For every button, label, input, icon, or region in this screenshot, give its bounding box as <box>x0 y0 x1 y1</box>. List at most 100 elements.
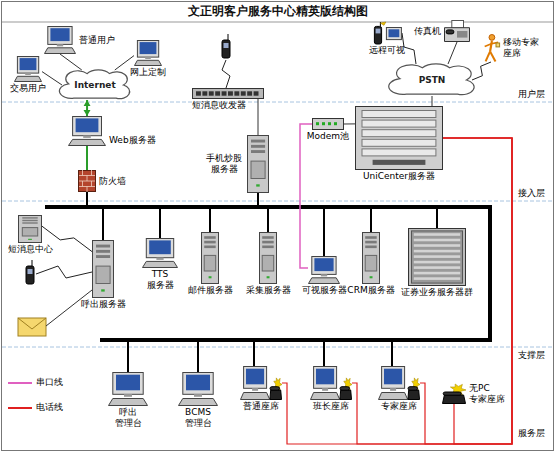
network-bus <box>100 338 492 342</box>
icon-part <box>116 375 140 391</box>
icon-part <box>376 29 381 34</box>
cloud-label: PSTN <box>419 75 446 86</box>
node-icon <box>444 20 470 42</box>
node-label: 可视服务器 <box>302 285 347 296</box>
bus-stub <box>209 207 211 232</box>
node-icon <box>68 116 106 146</box>
device-node: 短消息收发器 <box>192 88 264 99</box>
icon-part <box>414 266 460 269</box>
icon-part <box>215 91 220 95</box>
bus-stub <box>86 192 88 207</box>
icon-part <box>251 161 265 178</box>
icon-part <box>247 91 252 95</box>
icon-part <box>489 35 495 41</box>
icon-part <box>204 255 216 271</box>
icon-part <box>322 388 328 391</box>
node-icon <box>372 22 402 44</box>
icon-part <box>362 149 436 156</box>
icon-part <box>328 122 331 125</box>
node-icon <box>259 232 277 284</box>
icon-part <box>241 91 246 95</box>
node-label: 移动专家 座席 <box>503 37 543 59</box>
connector <box>432 96 433 106</box>
node-label: Web服务器 <box>109 135 156 146</box>
cloud-label: Internet <box>74 80 115 91</box>
node-label: 短消息收发器 <box>192 100 246 111</box>
icon-part <box>149 240 171 254</box>
icon-part <box>262 246 274 249</box>
icon-part <box>370 276 373 278</box>
bus-stub <box>102 207 104 240</box>
icon-part <box>386 28 401 40</box>
icon-part <box>321 274 327 276</box>
icon-part <box>96 245 110 248</box>
icon-part <box>50 28 69 41</box>
icon-part <box>362 139 436 146</box>
agent-seat: 专家座席 <box>378 366 420 400</box>
icon-part <box>380 22 385 25</box>
node-label: 采集服务器 <box>246 285 291 296</box>
icon-part <box>380 22 381 26</box>
node-label: 交易用户 <box>10 83 46 94</box>
bus-stub <box>436 207 438 228</box>
icon-part <box>334 122 337 125</box>
icon-part <box>313 119 344 130</box>
node-label: 邮件服务器 <box>188 285 233 296</box>
icon-part <box>362 111 436 118</box>
device-node: Modem池 <box>312 118 344 130</box>
icon-part <box>270 387 280 391</box>
connector-line <box>432 96 433 106</box>
icon-part <box>202 91 207 95</box>
icon-part <box>390 388 396 391</box>
server-node: 手机炒股 服务器 <box>247 135 269 193</box>
icon-part <box>101 289 105 291</box>
node-label: 普通座席 <box>243 401 279 412</box>
icon-part <box>22 220 37 221</box>
icon-part <box>87 176 88 182</box>
layer-label: 支撑层 <box>518 350 545 361</box>
server-node: UniCenter服务器 <box>355 106 443 170</box>
icon-part <box>76 118 99 132</box>
agent-node: 移动专家 座席 <box>482 34 500 62</box>
node-icon <box>78 170 96 192</box>
icon-part <box>109 399 148 406</box>
node-icon <box>14 56 42 82</box>
node-icon <box>44 26 76 54</box>
wireless-link <box>36 266 92 278</box>
connector-line <box>344 123 355 124</box>
icon-part <box>15 76 42 81</box>
icon-part <box>252 388 258 391</box>
icon-part <box>204 236 216 239</box>
node-label: 手机炒股 服务器 <box>204 153 244 175</box>
icon-part <box>156 258 163 260</box>
icon-part <box>22 217 37 218</box>
agent-seat: 班长座席 <box>310 366 352 400</box>
icon-part <box>82 170 83 176</box>
icon-part <box>314 367 337 389</box>
node-label: 专家座席 <box>381 401 417 412</box>
agent-seat: 普通座席 <box>240 366 282 400</box>
icon-part <box>93 241 114 298</box>
legend-line-sample <box>8 407 32 409</box>
server-node: 可视服务器 <box>308 256 340 284</box>
connector-line <box>86 146 88 170</box>
icon-part <box>389 64 474 95</box>
icon-part <box>256 184 260 186</box>
node-icon <box>247 135 269 193</box>
network-cloud: PSTN <box>392 64 472 96</box>
icon-part <box>251 140 265 143</box>
icon-part <box>57 44 63 46</box>
icon-part <box>244 367 267 389</box>
icon-part <box>204 241 216 244</box>
icon-part <box>445 28 470 42</box>
icon-part <box>183 373 213 395</box>
icon-part <box>135 60 162 65</box>
mobile-phone-icon <box>26 266 34 284</box>
server-node: 短消息中心 <box>18 215 42 243</box>
icon-part <box>443 395 466 404</box>
layer-label: 用户层 <box>518 89 545 100</box>
connector <box>258 99 259 135</box>
icon-part <box>22 222 37 223</box>
